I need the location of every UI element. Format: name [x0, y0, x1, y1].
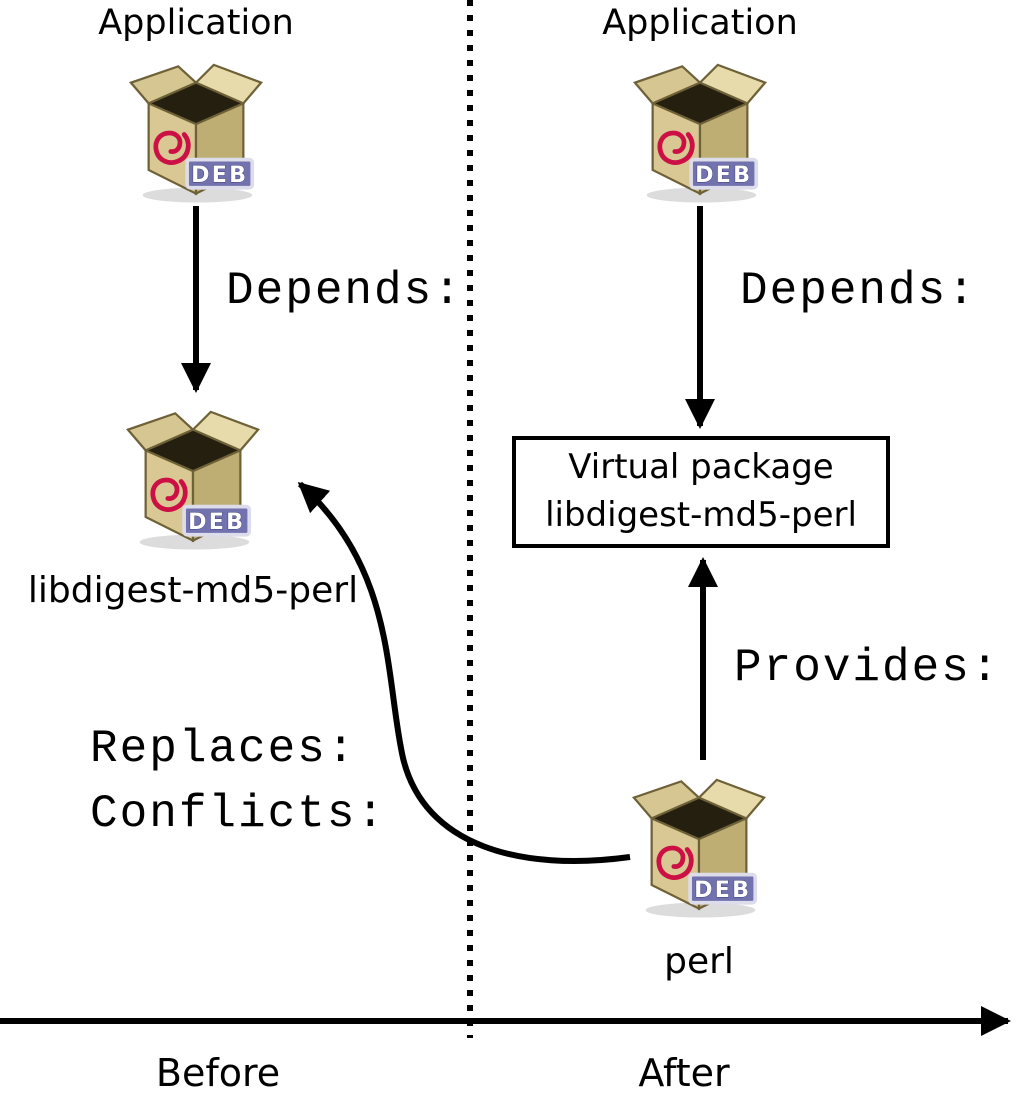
deb-package-icon-libdigest: [119, 403, 267, 551]
libdigest-package-label: libdigest-md5-perl: [27, 570, 359, 611]
perl-package-label: perl: [664, 941, 734, 982]
conflicts-label: Conflicts:: [90, 788, 387, 840]
provides-label: Provides:: [734, 642, 1001, 694]
after-axis-label: After: [638, 1051, 730, 1094]
depends-label-after: Depends:: [740, 265, 977, 317]
virtual-package-label-line2: libdigest-md5-perl: [545, 495, 857, 535]
depends-label-before: Depends:: [226, 265, 463, 317]
before-axis-label: Before: [155, 1051, 281, 1094]
virtual-package-box: Virtual package libdigest-md5-perl: [512, 436, 890, 548]
replaces-label: Replaces:: [90, 723, 357, 775]
deb-package-icon-perl: [625, 771, 773, 919]
virtual-package-label-line1: Virtual package: [568, 447, 834, 488]
deb-package-icon-application-after: [626, 56, 774, 204]
deb-package-icon-application-before: [122, 56, 270, 204]
application-label-after: Application: [602, 3, 798, 43]
application-label-before: Application: [98, 3, 294, 43]
